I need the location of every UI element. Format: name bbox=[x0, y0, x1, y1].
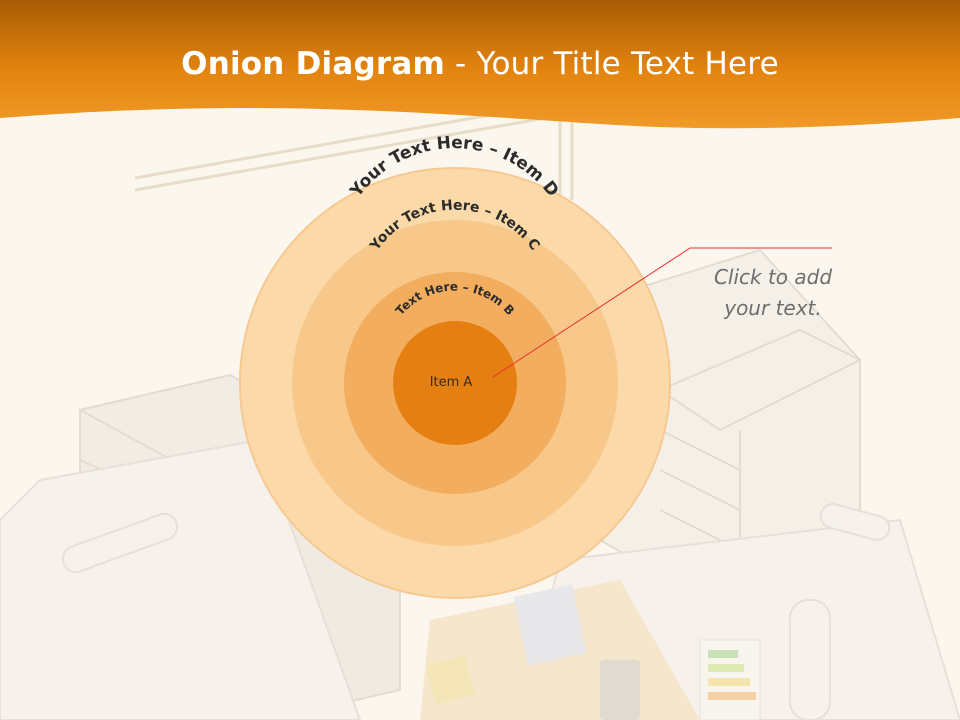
callout-connector-line bbox=[492, 247, 832, 378]
callout-text-box[interactable]: Click to add your text. bbox=[690, 262, 856, 324]
documents-illustration bbox=[420, 580, 761, 720]
title-rest-text: - Your Title Text Here bbox=[444, 46, 779, 82]
callout-line-2: your text. bbox=[724, 296, 822, 320]
header-band bbox=[0, 0, 960, 129]
title-bold-text: Onion Diagram bbox=[181, 46, 445, 82]
callout-line-1: Click to add bbox=[713, 265, 833, 289]
ring-label-item-a: Item A bbox=[430, 375, 473, 390]
slide-title[interactable]: Onion Diagram - Your Title Text Here bbox=[0, 46, 960, 82]
onion-ring-item-a[interactable] bbox=[393, 321, 517, 445]
